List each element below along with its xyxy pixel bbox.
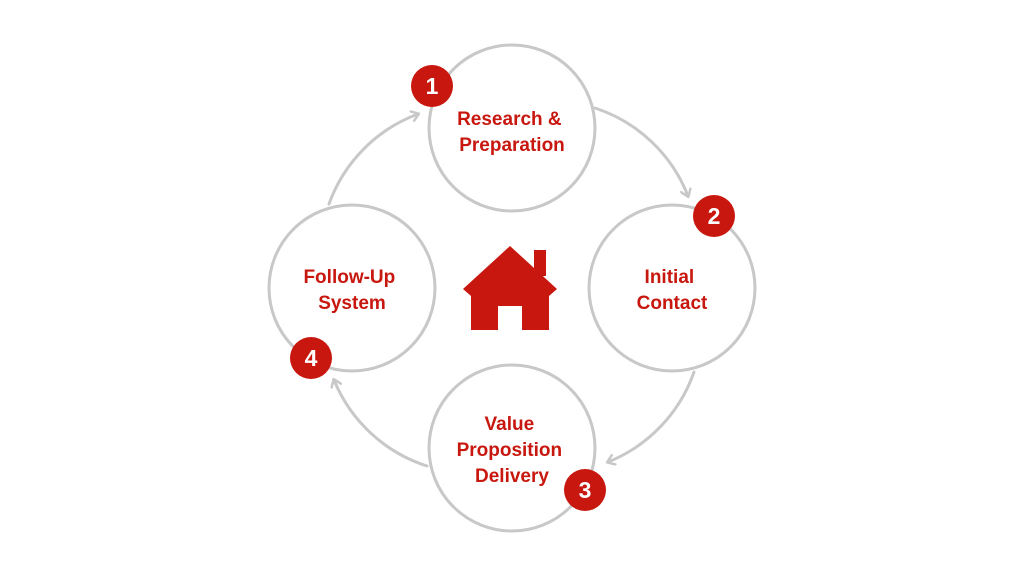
stage-label-1: Research & Preparation xyxy=(457,109,567,156)
stage-badge-3-number: 3 xyxy=(579,477,592,503)
stage-badge-2-circle xyxy=(693,195,735,237)
connector-arcs xyxy=(327,106,696,468)
stage-badge-3-circle xyxy=(564,469,606,511)
connector-arrow-1-to-2 xyxy=(593,106,688,196)
stage-label-2: Initial Contact xyxy=(637,267,708,314)
stage-badge-1-number: 1 xyxy=(426,73,439,99)
stage-circle-2 xyxy=(587,203,757,373)
stage-circles xyxy=(267,43,757,533)
connector-arrow-4-to-1 xyxy=(327,114,418,206)
stage-label-4: Follow-Up System xyxy=(303,267,400,314)
stage-badge-4-number: 4 xyxy=(305,345,318,371)
stage-badge-4: 4 xyxy=(290,337,332,379)
stage-badge-4-circle xyxy=(290,337,332,379)
stage-badge-2-number: 2 xyxy=(708,203,721,229)
stage-circle-3 xyxy=(427,363,597,533)
stage-label-3: Value Proposition Delivery xyxy=(457,414,568,487)
stage-circle-4 xyxy=(267,203,437,373)
stage-badge-1-circle xyxy=(411,65,453,107)
stage-circle-1 xyxy=(427,43,597,213)
house-icon xyxy=(463,246,557,330)
connector-arrow-3-to-4 xyxy=(334,380,429,468)
connector-arrow-2-to-3 xyxy=(608,370,696,462)
stage-badge-1: 1 xyxy=(411,65,453,107)
stage-badge-3: 3 xyxy=(564,469,606,511)
stage-badge-2: 2 xyxy=(693,195,735,237)
stage-labels: Research & Preparation Initial Contact V… xyxy=(303,109,708,487)
